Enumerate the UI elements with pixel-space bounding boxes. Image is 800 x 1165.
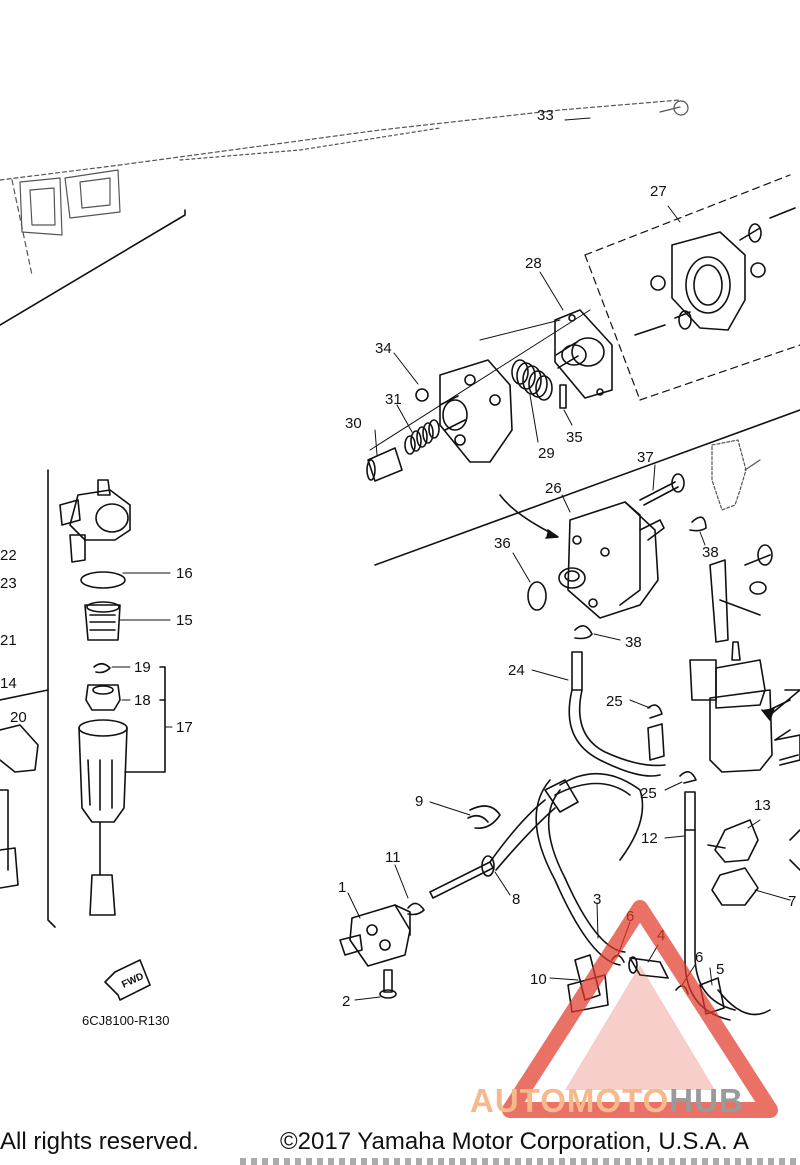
part-9-clip xyxy=(467,805,501,830)
part-13-clamp xyxy=(707,819,759,863)
fitting-25 xyxy=(647,723,665,761)
leader-lines xyxy=(111,117,791,1001)
sensor-faded xyxy=(711,439,761,511)
part-18-nut xyxy=(85,684,121,711)
callout-25-b: 25 xyxy=(640,785,657,802)
inset-top-fitting xyxy=(59,479,131,563)
right-edge-parts xyxy=(774,729,800,871)
part-38-clip-a xyxy=(689,516,707,532)
part-35-pin xyxy=(559,384,567,409)
callout-34: 34 xyxy=(375,340,392,357)
part-27-dashed-box xyxy=(584,174,800,401)
callout-20: 20 xyxy=(10,709,27,726)
callout-21: 21 xyxy=(0,632,17,649)
callout-17: 17 xyxy=(176,719,193,736)
callout-12: 12 xyxy=(641,830,658,847)
diagram-code: 6CJ8100-R130 xyxy=(82,1013,169,1028)
filter-bracket xyxy=(709,544,773,643)
callout-8: 8 xyxy=(512,891,520,908)
callout-30: 30 xyxy=(345,415,362,432)
footer-copyright: ©2017 Yamaha Motor Corporation, U.S.A. A xyxy=(280,1128,750,1155)
callout-5: 5 xyxy=(716,961,724,978)
fwd-arrow-icon xyxy=(104,959,151,1001)
callout-15: 15 xyxy=(176,612,193,629)
part-4-fitting xyxy=(628,956,669,979)
callout-13: 13 xyxy=(754,797,771,814)
part-28-plate xyxy=(554,309,613,399)
part-25-clip-b xyxy=(679,771,697,784)
callout-23: 23 xyxy=(0,575,17,592)
callout-9: 9 xyxy=(415,793,423,810)
part-38-clip-b xyxy=(574,625,593,640)
callouts: 33 27 28 34 31 30 29 35 37 26 36 38 38 2… xyxy=(0,107,796,1010)
leader-arrow-26 xyxy=(499,494,556,536)
callout-19: 19 xyxy=(134,659,151,676)
pump-cover xyxy=(415,359,513,463)
footer-rights: All rights reserved. xyxy=(0,1128,199,1155)
watermark-text: AUTOMOTOHUB xyxy=(470,1082,744,1120)
part-25-clip-a xyxy=(647,704,663,719)
callout-26: 26 xyxy=(545,480,562,497)
callout-16: 16 xyxy=(176,565,193,582)
part-37-bolt xyxy=(639,473,685,506)
callout-6-b: 6 xyxy=(695,949,703,966)
part-26-fuel-pump xyxy=(558,501,665,619)
part-11-clip xyxy=(407,902,425,916)
inset-divider xyxy=(0,689,49,701)
hose-8 xyxy=(429,779,579,899)
part-1-fuel-joint xyxy=(339,904,411,967)
section-divider-right xyxy=(374,409,800,566)
part-31-spring xyxy=(404,419,440,455)
callout-14: 14 xyxy=(0,675,17,692)
callout-3: 3 xyxy=(593,891,601,908)
filter-arrow xyxy=(769,689,800,716)
footer-strip xyxy=(240,1158,800,1165)
part-16-o-ring xyxy=(80,571,126,589)
callout-38-b: 38 xyxy=(625,634,642,651)
callout-28: 28 xyxy=(525,255,542,272)
callout-24: 24 xyxy=(508,662,525,679)
left-edge-parts xyxy=(0,724,39,889)
callout-33: 33 xyxy=(537,107,554,124)
section-divider-upper xyxy=(0,209,186,326)
part-15-strainer xyxy=(84,601,121,641)
callout-7: 7 xyxy=(788,893,796,910)
fwd-label: FWD xyxy=(120,971,145,991)
callout-38-a: 38 xyxy=(702,544,719,561)
callout-2: 2 xyxy=(342,993,350,1010)
callout-18: 18 xyxy=(134,692,151,709)
callout-11: 11 xyxy=(385,849,401,866)
part-19-clip xyxy=(93,662,111,674)
callout-37: 37 xyxy=(637,449,654,466)
guide-line-a xyxy=(369,309,591,451)
callout-22: 22 xyxy=(0,547,17,564)
part-7-clamp xyxy=(711,867,759,906)
callout-31: 31 xyxy=(385,391,402,408)
watermark-text-hub: HUB xyxy=(669,1082,744,1119)
watermark-text-automoto: AUTOMOTO xyxy=(470,1082,670,1119)
callout-36: 36 xyxy=(494,535,511,552)
hose-24 xyxy=(568,651,666,777)
leader-17-bracket xyxy=(124,666,166,773)
fuel-filter-assembly xyxy=(689,641,800,773)
callout-29: 29 xyxy=(538,445,555,462)
callout-35: 35 xyxy=(566,429,583,446)
inset-border xyxy=(47,469,56,928)
callout-1: 1 xyxy=(338,879,346,896)
part-27-housing xyxy=(634,207,796,336)
part-30-plunger xyxy=(366,447,403,482)
guide-line-b xyxy=(479,319,561,341)
part-29-spring xyxy=(511,359,553,401)
watermark-logo xyxy=(502,900,778,1118)
callout-10: 10 xyxy=(530,971,547,988)
upper-faded-parts xyxy=(0,99,689,276)
callout-27: 27 xyxy=(650,183,667,200)
callout-25-a: 25 xyxy=(606,693,623,710)
part-2-screw xyxy=(379,969,397,999)
part-17-filter-bowl xyxy=(78,719,128,916)
part-36-o-ring xyxy=(527,581,547,611)
